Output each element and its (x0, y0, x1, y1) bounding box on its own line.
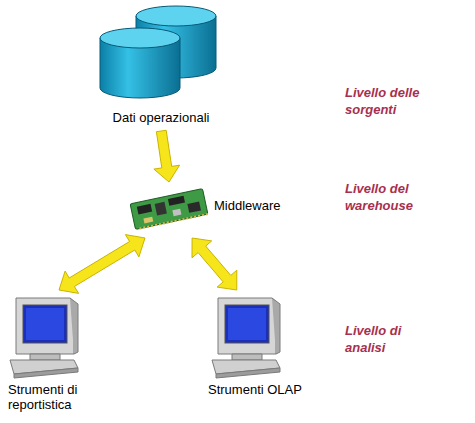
computer-icon (8, 294, 80, 380)
node-label: Dati operazionali (96, 110, 226, 125)
level-label: Livello delle sorgenti (345, 84, 433, 118)
node-label: Strumenti OLAP (208, 382, 314, 397)
computer-node: Strumenti OLAP (204, 294, 314, 397)
icon-holder (96, 2, 226, 102)
computer-node: Strumenti di reportistica (4, 294, 122, 412)
database-icon (96, 2, 220, 102)
node-label: Strumenti di reportistica (8, 382, 122, 412)
icon-holder (8, 294, 122, 380)
level-label: Livello del warehouse (345, 180, 433, 214)
circuit-board-icon (128, 186, 210, 232)
middleware-node: Middleware (128, 186, 298, 232)
block-arrow (154, 130, 180, 182)
node-label: Middleware (214, 198, 280, 213)
icon-holder (210, 294, 314, 380)
computer-icon (210, 294, 282, 380)
icon-holder (128, 186, 210, 232)
block-arrow (59, 235, 145, 294)
database-node: Dati operazionali (96, 2, 226, 125)
block-arrow (192, 238, 237, 290)
level-label: Livello di analisi (345, 322, 433, 356)
